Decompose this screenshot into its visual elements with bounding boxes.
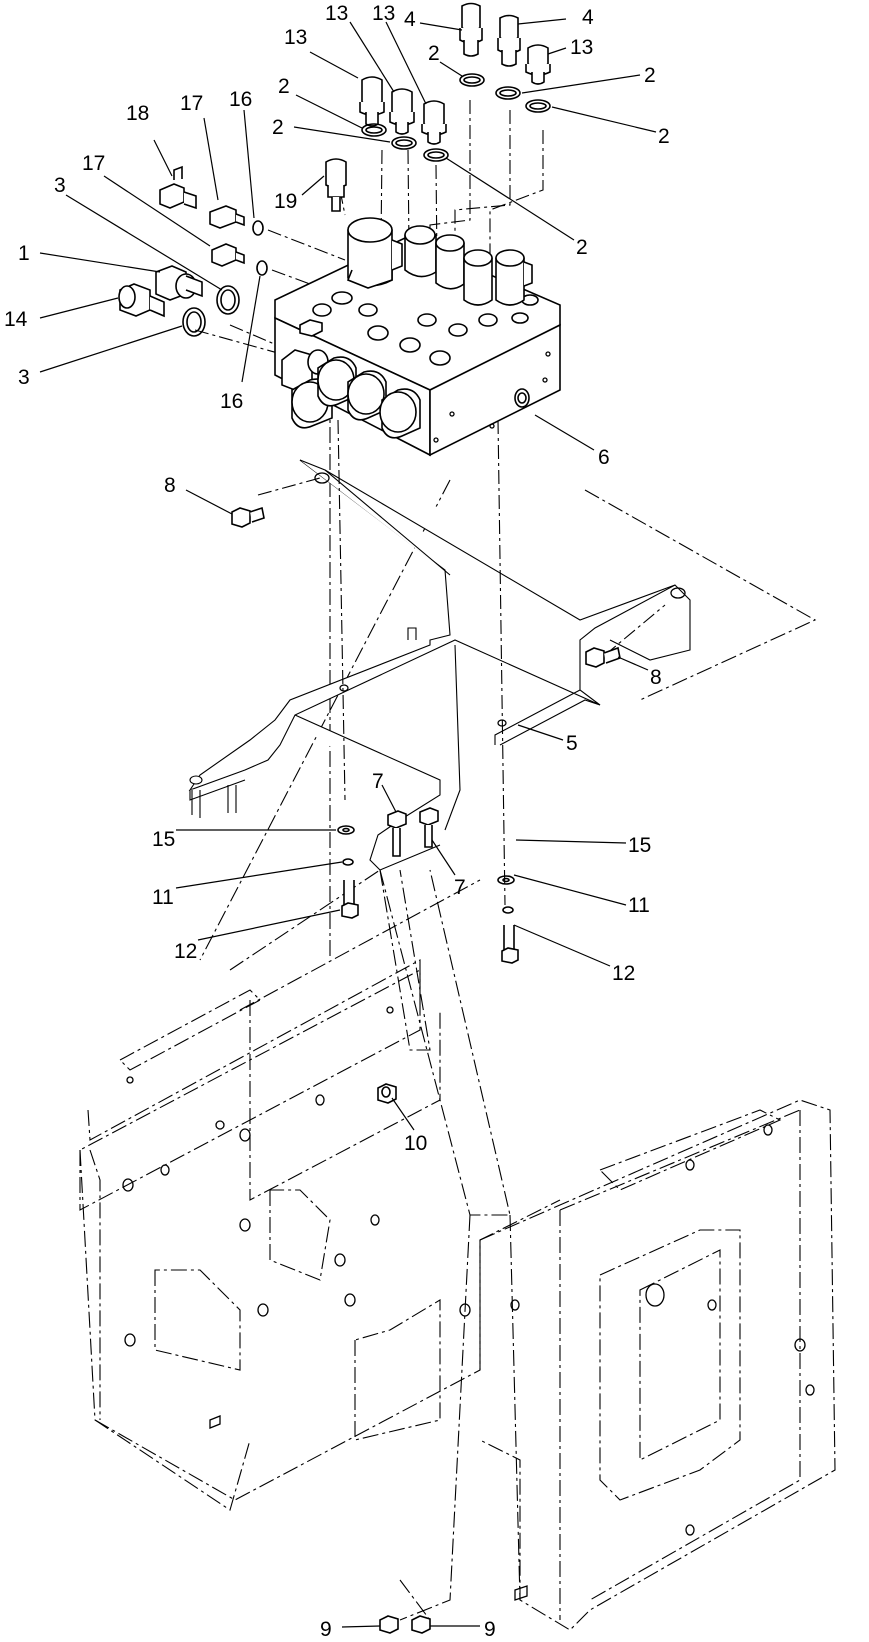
callout-13: 13 [372, 2, 395, 25]
callout-labels: 18 17 16 17 3 1 14 3 16 19 13 13 13 13 2… [4, 2, 670, 1641]
callout-17: 17 [82, 152, 105, 175]
callout-13: 13 [570, 36, 593, 59]
callout-4: 4 [404, 8, 416, 31]
callout-1: 1 [18, 242, 30, 265]
callout-16: 16 [220, 390, 243, 413]
callout-13: 13 [284, 26, 307, 49]
callout-11: 11 [152, 886, 174, 909]
callout-2: 2 [428, 42, 440, 65]
callout-4: 4 [582, 6, 594, 29]
callout-7: 7 [372, 770, 384, 793]
leader-lines [39, 18, 657, 1628]
callout-5: 5 [566, 732, 578, 755]
mounting-bracket [188, 459, 691, 871]
callout-17: 17 [180, 92, 203, 115]
callout-2: 2 [644, 64, 656, 87]
callout-13: 13 [325, 2, 348, 25]
callout-19: 19 [274, 190, 297, 213]
callout-3: 3 [18, 366, 30, 389]
callout-15: 15 [152, 828, 175, 851]
callout-6: 6 [598, 446, 610, 469]
fastener-hardware [231, 506, 621, 1634]
left-side-fittings [118, 158, 347, 337]
callout-15: 15 [628, 834, 651, 857]
callout-16: 16 [229, 88, 252, 111]
callout-11: 11 [628, 894, 650, 917]
callout-12: 12 [612, 962, 635, 985]
callout-2: 2 [658, 125, 670, 148]
callout-2: 2 [272, 116, 284, 139]
top-fittings [359, 2, 551, 162]
callout-2: 2 [278, 75, 290, 98]
callout-14: 14 [4, 308, 28, 331]
callout-8: 8 [650, 666, 662, 689]
callout-9: 9 [320, 1618, 332, 1641]
callout-9: 9 [484, 1618, 496, 1641]
frame-phantom [79, 400, 836, 1631]
hydraulic-manifold-block [274, 217, 561, 457]
callout-18: 18 [126, 102, 149, 125]
callout-7: 7 [454, 876, 466, 899]
callout-2: 2 [576, 236, 588, 259]
callout-10: 10 [404, 1132, 427, 1155]
callout-3: 3 [54, 174, 66, 197]
callout-12: 12 [174, 940, 197, 963]
callout-8: 8 [164, 474, 176, 497]
